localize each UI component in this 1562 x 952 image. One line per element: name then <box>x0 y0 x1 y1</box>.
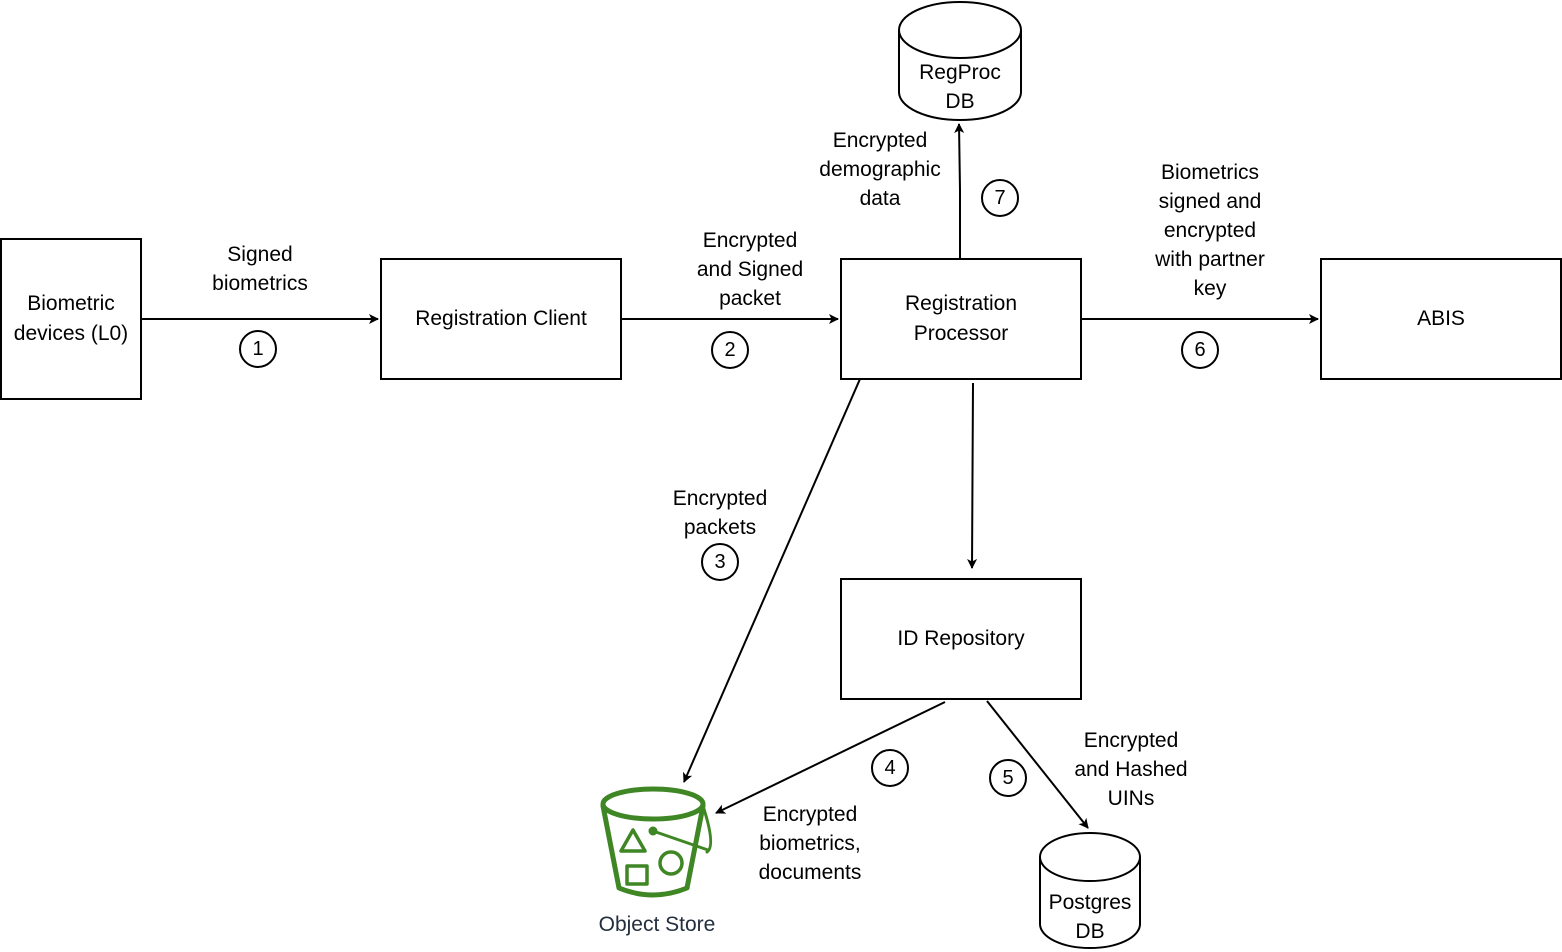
step-4-badge: 4 <box>871 749 909 787</box>
bucket-icon <box>600 786 713 898</box>
registration-processor-node: Registration Processor <box>840 258 1082 380</box>
step-6-badge: 6 <box>1181 331 1219 369</box>
object-store-label: Object Store <box>598 913 716 936</box>
regproc-db-cylinder <box>898 1 1022 121</box>
registration-client-node: Registration Client <box>380 258 622 380</box>
edge-idrepo-line <box>967 382 978 569</box>
postgres-db-cylinder <box>1039 832 1141 949</box>
step-3-badge: 3 <box>701 543 739 581</box>
step-7-badge: 7 <box>981 179 1019 217</box>
biometric-devices-node: Biometric devices (L0) <box>0 238 142 400</box>
edge-7-line <box>954 123 965 258</box>
edge-3-line <box>683 378 861 783</box>
edge-1-label: Signed biometrics <box>212 243 308 295</box>
edge-4-line <box>715 701 946 814</box>
step-1-badge: 1 <box>239 330 277 368</box>
edge-4-label: Encrypted biometrics, documents <box>758 803 862 884</box>
edge-7-label: Encrypted demographic data <box>819 129 941 210</box>
abis-node: ABIS <box>1320 258 1562 380</box>
step-5-badge: 5 <box>989 759 1027 797</box>
regproc-db-label: RegProc DB <box>919 61 1001 113</box>
id-repository-node: ID Repository <box>840 578 1082 700</box>
edge-5-line <box>986 700 1089 829</box>
edge-5-label: Encrypted and Hashed UINs <box>1074 729 1188 810</box>
postgres-db-label: Postgres DB <box>1048 891 1132 943</box>
edge-2-label: Encrypted and Signed packet <box>696 229 804 310</box>
step-2-badge: 2 <box>711 331 749 369</box>
edge-3-label: Encrypted packets <box>672 487 768 539</box>
edge-6-label: Biometrics signed and encrypted with par… <box>1155 161 1265 300</box>
